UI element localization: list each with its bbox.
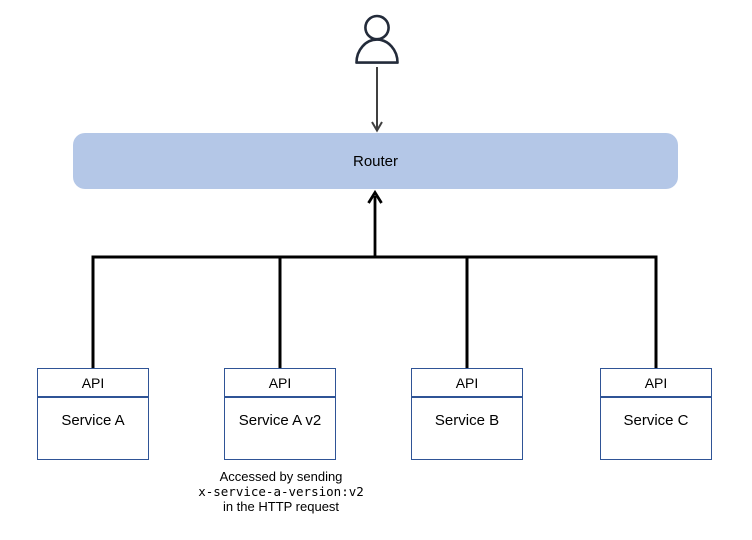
service-name: Service B xyxy=(434,412,500,429)
router-node: Router xyxy=(73,133,678,189)
service-name: Service A v2 xyxy=(238,412,322,429)
api-header: API xyxy=(412,369,522,398)
service-box-a: API Service A xyxy=(37,368,149,460)
service-box-a-v2: API Service A v2 xyxy=(224,368,336,460)
down-arrow-icon xyxy=(371,67,383,133)
down-arrow-head xyxy=(371,121,383,133)
service-box-c: API Service C xyxy=(600,368,712,460)
person-icon xyxy=(355,14,399,64)
service-box-b: API Service B xyxy=(411,368,523,460)
service-name: Service A xyxy=(61,412,125,429)
service-name: Service C xyxy=(623,412,689,429)
note-line-3: in the HTTP request xyxy=(222,499,340,514)
api-header: API xyxy=(38,369,148,398)
service-a-v2-note: Accessed by sending x-service-a-version:… xyxy=(168,469,394,515)
note-line-2: x-service-a-version:v2 xyxy=(198,483,364,499)
person-head-shape xyxy=(364,14,390,41)
tree-connector-lines xyxy=(91,255,658,369)
api-header: API xyxy=(601,369,711,398)
up-arrow-head xyxy=(367,189,383,204)
api-label: API xyxy=(81,374,105,391)
api-label: API xyxy=(268,374,292,391)
note-line-1: Accessed by sending xyxy=(219,469,343,484)
api-header: API xyxy=(225,369,335,398)
api-label: API xyxy=(644,374,668,391)
router-label: Router xyxy=(352,152,399,170)
api-label: API xyxy=(455,374,479,391)
